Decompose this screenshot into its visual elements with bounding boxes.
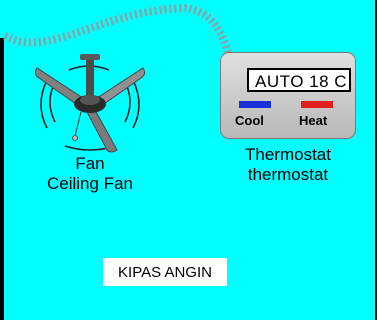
thermostat-display: AUTO 18 C [247,68,351,92]
thermostat-name-label: Thermostat [245,145,331,164]
room-label-badge: KIPAS ANGIN [103,258,227,286]
room-edge-right [375,0,377,320]
room-label: KIPAS ANGIN [118,264,212,281]
cool-label: Cool [235,113,264,128]
fan-type-label: Ceiling Fan [47,174,133,193]
fan-name-label: Fan [75,154,105,173]
room-edge-left [0,38,4,320]
heat-indicator [301,101,333,108]
ceiling-fan-icon[interactable] [25,50,155,160]
thermostat-display-text: AUTO 18 C [255,72,348,91]
thermostat-icon[interactable]: AUTO 18 C Cool Heat [220,52,356,139]
thermostat-type-label: thermostat [247,165,329,184]
cool-indicator [239,101,271,108]
heat-label: Heat [299,113,328,128]
